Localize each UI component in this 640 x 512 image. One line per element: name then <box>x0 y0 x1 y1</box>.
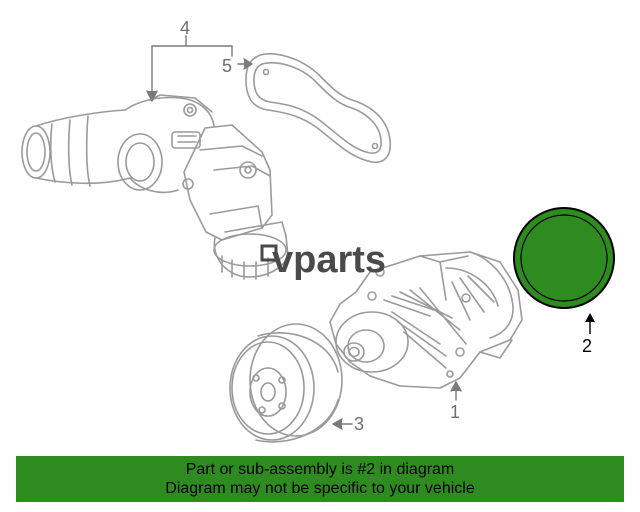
banner-line-2: Diagram may not be specific to your vehi… <box>165 480 475 497</box>
vparts-watermark-logo: vparts <box>260 239 386 281</box>
callout-4: 4 <box>180 18 190 38</box>
pulley <box>229 323 343 443</box>
callout-1: 1 <box>450 402 460 422</box>
watermark-icon <box>260 244 278 262</box>
watermark-text: vparts <box>272 239 386 281</box>
water-pump <box>329 251 523 389</box>
parts-diagram: vparts 4 5 2 1 3 <box>21 18 615 443</box>
callout-2: 2 <box>582 336 592 356</box>
info-banner: Part or sub-assembly is #2 in diagram Di… <box>16 456 624 502</box>
leader-lines <box>146 35 462 430</box>
callout-3: 3 <box>354 414 364 434</box>
thermostat-housing-hose <box>21 94 289 280</box>
callout-5: 5 <box>222 56 232 76</box>
thermostat-gasket <box>245 53 392 164</box>
banner-line-1: Part or sub-assembly is #2 in diagram <box>185 461 455 478</box>
water-pump-gasket-highlighted <box>513 207 615 334</box>
